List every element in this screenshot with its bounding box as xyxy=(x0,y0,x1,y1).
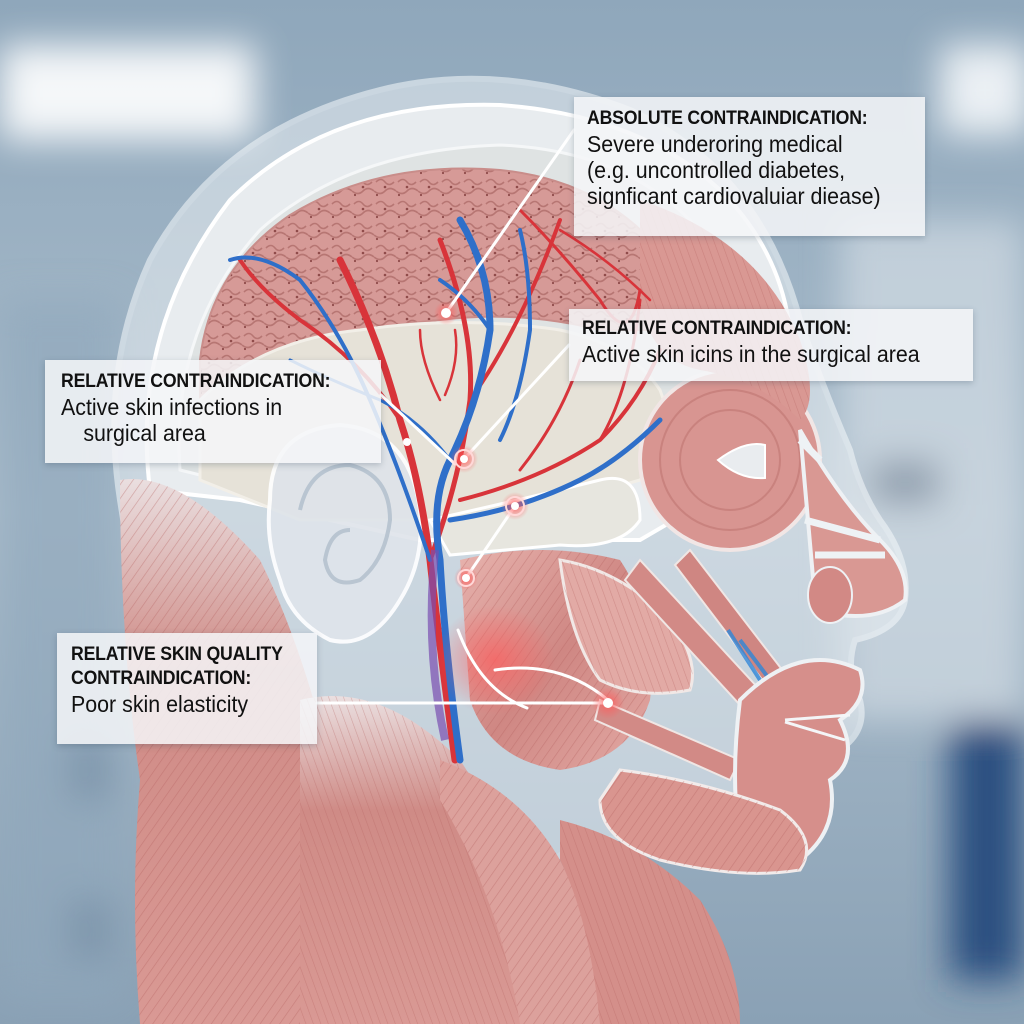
callout-title: RELATIVE SKIN QUALITY xyxy=(71,644,283,665)
marker-left xyxy=(403,438,411,446)
callout-skin-quality-contraindication: RELATIVE SKIN QUALITY CONTRAINDICATION: … xyxy=(57,633,317,744)
leader-skin-arrow-curve-2 xyxy=(456,628,529,710)
marker-vessel xyxy=(501,492,529,520)
callout-body-line: surgical area xyxy=(83,420,206,446)
leader-marker-link xyxy=(464,504,517,580)
callout-body-line: Active skin icins in the surgical area xyxy=(582,341,920,367)
callout-body-line: Active skin infections in xyxy=(61,394,283,420)
callout-absolute-contraindication: ABSOLUTE CONTRAINDICATION: Severe undero… xyxy=(574,97,925,236)
leader-relative-right xyxy=(462,343,571,461)
callout-title: ABSOLUTE CONTRAINDICATION: xyxy=(587,108,868,129)
marker-absolute xyxy=(434,301,458,325)
callout-relative-contraindication-left: RELATIVE CONTRAINDICATION: Active skin i… xyxy=(45,360,381,463)
leader-relative-left xyxy=(379,393,457,466)
callout-body-line: Severe underoring medical xyxy=(587,131,843,157)
callout-relative-contraindication-right: RELATIVE CONTRAINDICATION: Active skin i… xyxy=(569,309,973,381)
callout-body-line: signficant cardiovaluiar diease) xyxy=(587,183,881,209)
callout-body-line: (e.g. uncontrolled diabetes, xyxy=(587,157,846,183)
leader-absolute xyxy=(444,128,576,315)
callout-title: RELATIVE CONTRAINDICATION: xyxy=(61,371,331,392)
callout-body-line: Poor skin elasticity xyxy=(71,691,249,717)
callout-title: CONTRAINDICATION: xyxy=(71,668,252,689)
marker-relative-right xyxy=(450,445,478,473)
callout-title: RELATIVE CONTRAINDICATION: xyxy=(582,318,852,339)
marker-skin-quality xyxy=(592,687,624,719)
marker-jaw xyxy=(454,566,478,590)
callout-markers xyxy=(403,301,624,719)
